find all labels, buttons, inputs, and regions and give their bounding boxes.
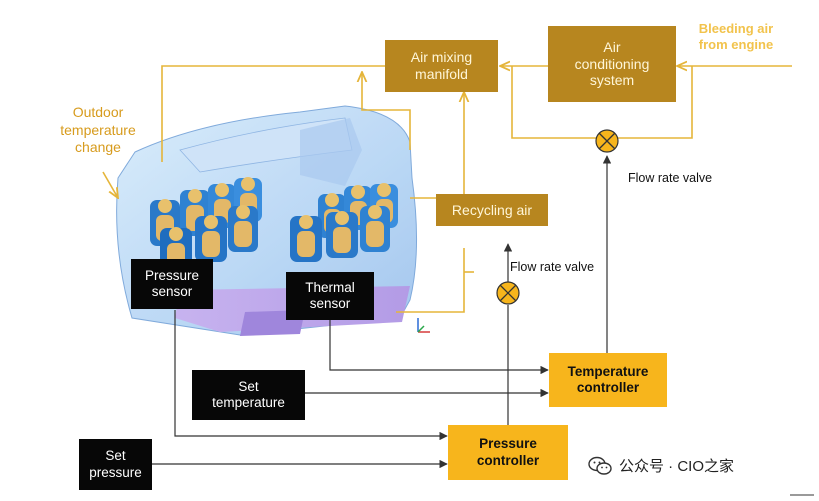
seat-right-5 <box>326 211 358 258</box>
bleeding-air-label: Bleeding air from engine <box>698 21 774 53</box>
recycling-air-box: Recycling air <box>436 194 548 226</box>
temperature-controller-box: Temperature controller <box>549 353 667 407</box>
seat-right-4 <box>290 215 322 262</box>
outdoor-temperature-change-label: Outdoor temperature change <box>60 104 136 155</box>
pressure-sensor-box: Pressure sensor <box>131 259 213 309</box>
air-conditioning-system-box: Air conditioning system <box>548 26 676 102</box>
cabin-inner-wall <box>300 118 362 186</box>
passenger-seats <box>150 177 398 274</box>
set-pressure-box: Set pressure <box>79 439 152 490</box>
set-temperature-box: Set temperature <box>192 370 305 420</box>
flow-rate-valve-top <box>595 129 619 153</box>
cabin-exhaust-line <box>396 248 465 313</box>
flow-rate-valve-top-label: Flow rate valve <box>628 171 713 185</box>
wechat-icon <box>588 456 612 475</box>
flow-rate-valve-mid <box>496 281 520 305</box>
air-mixing-manifold-box: Air mixing manifold <box>385 40 498 92</box>
pressure-controller-box: Pressure controller <box>448 425 568 480</box>
air-flow-lines <box>102 65 792 313</box>
thermal-to-temp-controller-arrow <box>329 320 549 375</box>
seat-right-6 <box>360 205 390 252</box>
manifold-to-cabin-line <box>161 65 385 162</box>
signal-lines <box>152 155 612 469</box>
cabin-to-manifold-arrow <box>362 72 411 150</box>
outdoor-temp-arrow <box>102 171 118 198</box>
bottom-divider <box>790 494 814 496</box>
watermark: 公众号 · CIO之家 <box>588 455 734 476</box>
pressure-sensor-to-controller-arrow <box>174 310 448 441</box>
seat-left-7 <box>228 205 258 252</box>
seat-left-6 <box>195 215 227 262</box>
axis-indicator-icon <box>417 318 430 333</box>
thermal-sensor-box: Thermal sensor <box>286 272 374 320</box>
watermark-text: 公众号 · CIO之家 <box>619 458 734 475</box>
flow-rate-valve-mid-label: Flow rate valve <box>510 260 595 274</box>
